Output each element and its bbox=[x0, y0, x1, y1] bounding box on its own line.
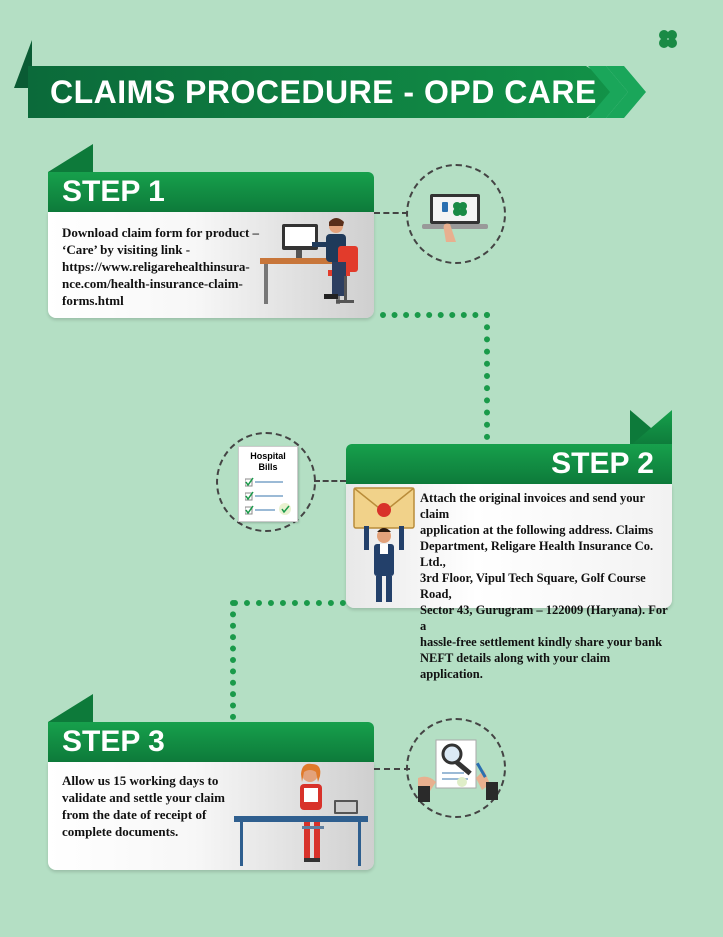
hospital-bills-label: Hospital Bills bbox=[250, 451, 286, 472]
connector-dash bbox=[374, 768, 410, 770]
step2-text-line: Department, Religare Health Insurance Co… bbox=[420, 539, 654, 569]
magnifier-document-icon bbox=[418, 739, 498, 802]
step1-text-line: forms.html bbox=[62, 293, 124, 308]
checklist-icon bbox=[245, 477, 291, 515]
step3-card: Allow us 15 working days to validate and… bbox=[48, 762, 374, 870]
step2-text-line: application at the following address. Cl… bbox=[420, 523, 654, 537]
step2-text-line: hassle-free settlement kindly share your… bbox=[420, 635, 663, 649]
step1-text-line: https://www.religarehealthinsura- bbox=[62, 259, 250, 274]
step2-text-line: 3rd Floor, Vipul Tech Square, Golf Cours… bbox=[420, 571, 646, 601]
step1-text-line: ‘Care’ by visiting link - bbox=[62, 242, 191, 257]
path-dots bbox=[230, 600, 236, 720]
step2-text: Attach the original invoices and send yo… bbox=[420, 490, 670, 682]
path-dots bbox=[484, 312, 490, 440]
step3-header: STEP 3 bbox=[48, 722, 374, 762]
step3-tab bbox=[48, 694, 93, 722]
step2-icon-circle: Hospital Bills bbox=[216, 432, 316, 532]
path-dots bbox=[232, 600, 346, 606]
step3-label: STEP 3 bbox=[62, 725, 165, 758]
step2-text-line: Sector 43, Gurugram – 122009 (Haryana). … bbox=[420, 603, 668, 633]
connector-dash bbox=[314, 480, 346, 482]
step3-text-line: from the date of receipt of bbox=[62, 807, 207, 822]
step2-header: STEP 2 bbox=[346, 444, 672, 484]
man-at-desk-icon bbox=[260, 218, 358, 304]
clover-logo-icon bbox=[659, 30, 677, 48]
step3-icon-circle bbox=[406, 718, 506, 818]
step3-text: Allow us 15 working days to validate and… bbox=[62, 772, 252, 840]
hospital-bills-icon: Hospital Bills bbox=[238, 446, 298, 522]
step3-text-line: validate and settle your claim bbox=[62, 790, 225, 805]
banner-fold bbox=[14, 40, 32, 88]
connector-dash bbox=[374, 212, 408, 214]
step2-label: STEP 2 bbox=[551, 447, 654, 480]
step3-text-line: complete documents. bbox=[62, 824, 179, 839]
step3-text-line: Allow us 15 working days to bbox=[62, 773, 219, 788]
laptop-clover-icon bbox=[422, 194, 488, 242]
step2-text-line: Attach the original invoices and send yo… bbox=[420, 491, 645, 521]
step1-label: STEP 1 bbox=[62, 175, 165, 208]
step1-header: STEP 1 bbox=[48, 172, 374, 212]
man-with-envelope-icon bbox=[353, 487, 415, 602]
page-title: CLAIMS PROCEDURE - OPD CARE bbox=[50, 74, 597, 110]
step2-card: Attach the original invoices and send yo… bbox=[346, 484, 672, 681]
step1-text-line: nce.com/health-insurance-claim- bbox=[62, 276, 243, 291]
step1-tab bbox=[48, 144, 93, 172]
path-dots bbox=[380, 312, 490, 318]
step1-icon-circle bbox=[406, 164, 506, 264]
title-banner bbox=[28, 66, 628, 118]
woman-at-desk-icon bbox=[234, 763, 368, 866]
step1-text-line: Download claim form for product – bbox=[62, 225, 260, 240]
step2-text-line: NEFT details along with your claim appli… bbox=[420, 651, 611, 681]
step1-card: Download claim form for product – ‘Care’… bbox=[48, 212, 374, 318]
step1-text: Download claim form for product – ‘Care’… bbox=[62, 224, 272, 309]
